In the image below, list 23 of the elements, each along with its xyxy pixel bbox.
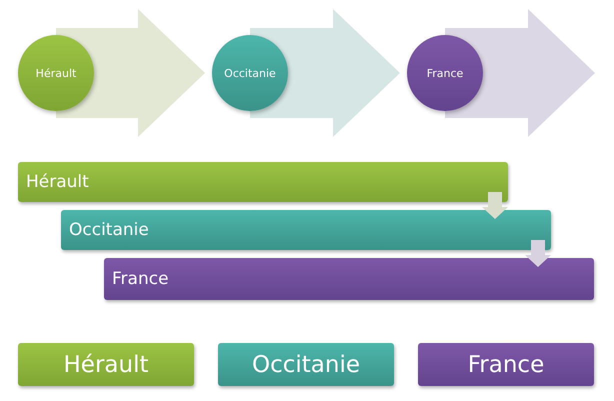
node-label: Occitanie <box>252 352 360 378</box>
node-label: Occitanie <box>69 220 149 240</box>
block-arrow <box>250 9 400 137</box>
node-label: Hérault <box>64 352 148 378</box>
block-arrow <box>445 9 595 137</box>
block-arrow <box>56 9 205 137</box>
node-label: Hérault <box>26 172 89 192</box>
node-label: Hérault <box>36 66 76 80</box>
level-bar <box>104 258 594 300</box>
block-arrow <box>525 240 551 267</box>
level-bar <box>18 162 508 202</box>
level-box <box>418 343 594 386</box>
circle-node <box>407 35 483 111</box>
level-bar <box>61 210 551 250</box>
node-label: France <box>112 269 169 289</box>
block-arrow <box>482 192 508 219</box>
circle-node <box>18 35 94 111</box>
node-label: France <box>468 352 544 378</box>
node-label: Occitanie <box>224 66 276 80</box>
level-box <box>18 343 194 386</box>
level-box <box>218 343 394 386</box>
node-label: France <box>426 66 464 80</box>
circle-node <box>212 35 288 111</box>
